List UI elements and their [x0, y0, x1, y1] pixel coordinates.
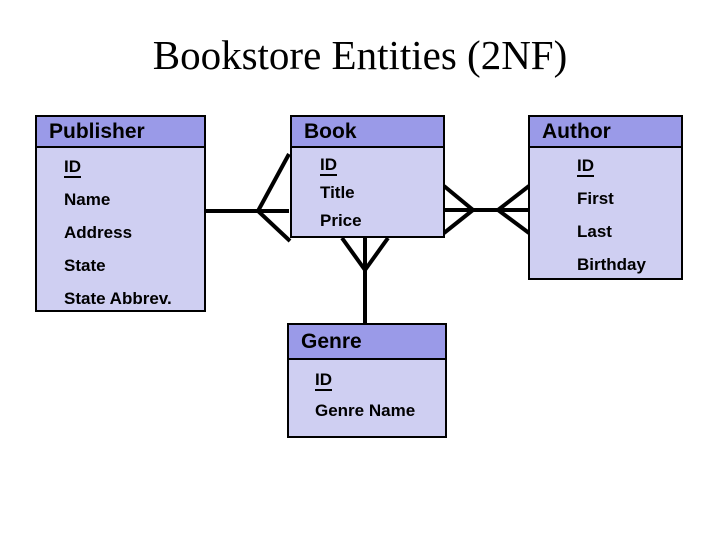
field-publisher-state-abbrev: State Abbrev.: [64, 289, 172, 308]
field-book-price: Price: [320, 211, 362, 230]
slide-title: Bookstore Entities (2NF): [152, 32, 568, 78]
entity-genre-fields: ID Genre Name: [289, 360, 445, 426]
field-author-last: Last: [577, 222, 612, 241]
publisher-book-connector: [206, 153, 292, 243]
primary-key-label: ID: [315, 370, 332, 391]
field-publisher-id: ID: [64, 150, 204, 183]
primary-key-label: ID: [320, 155, 337, 176]
primary-key-label: ID: [64, 157, 81, 178]
entity-publisher: Publisher ID Name Address State State Ab…: [35, 115, 206, 312]
field-book-title-attr: Title: [320, 183, 355, 202]
book-author-connector: [442, 184, 531, 235]
field-genre-name: Genre Name: [315, 401, 416, 420]
book-genre-connector: [340, 236, 390, 324]
field-publisher-name: Name: [64, 190, 111, 209]
field-publisher-state: State: [64, 256, 106, 275]
entity-genre: Genre ID Genre Name: [287, 323, 447, 438]
field-genre-id: ID: [315, 364, 445, 395]
crow-foot-book-bottom-icon: [340, 236, 390, 274]
primary-key-label: ID: [577, 156, 594, 177]
field-author-first: First: [577, 189, 614, 208]
field-publisher-address: Address: [64, 223, 133, 242]
crow-foot-author-left-icon: [494, 184, 531, 235]
crow-foot-book-right-icon: [442, 184, 477, 235]
entity-author: Author ID First Last Birthday: [528, 115, 683, 280]
entity-publisher-title: Publisher: [37, 117, 204, 148]
field-book-id: ID: [320, 151, 443, 179]
crow-foot-book-left-icon: [255, 153, 292, 243]
field-author-id: ID: [577, 149, 681, 182]
entity-book-fields: ID Title Price: [292, 148, 443, 235]
field-author-birthday: Birthday: [577, 255, 646, 274]
entity-book: Book ID Title Price: [290, 115, 445, 238]
entity-genre-title: Genre: [289, 325, 445, 360]
entity-author-title: Author: [530, 117, 681, 148]
entity-publisher-fields: ID Name Address State State Abbrev.: [37, 148, 204, 310]
entity-book-title: Book: [292, 117, 443, 148]
entity-author-fields: ID First Last Birthday: [530, 148, 681, 278]
